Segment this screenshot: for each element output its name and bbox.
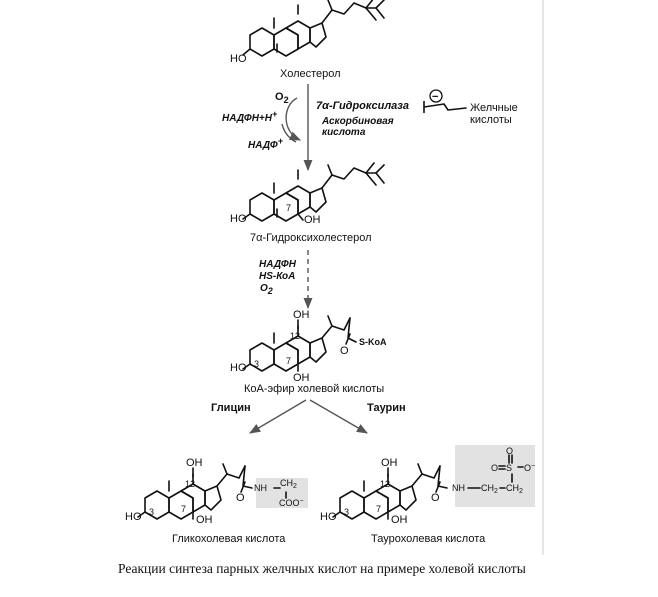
cofactor-curve-arrow bbox=[285, 97, 302, 141]
arrow-glycine bbox=[249, 399, 307, 434]
glyco-ho: HO bbox=[125, 511, 142, 523]
tauro-ch2-b: CH2 bbox=[506, 483, 523, 495]
coa-ho: HO bbox=[230, 362, 247, 374]
coa-ester-label: КоА-эфир холевой кислоты bbox=[244, 383, 384, 395]
coa-pos12: 12 bbox=[290, 331, 300, 341]
tauro-o-top: O bbox=[506, 446, 513, 456]
coa-s-coa: S-KoA bbox=[359, 337, 387, 347]
glyco-pos12: 12 bbox=[185, 479, 195, 489]
arrow-taurine bbox=[309, 399, 368, 434]
coa-o: O bbox=[340, 345, 349, 357]
hscoa-label: HS-КоА bbox=[259, 271, 295, 282]
taurine-label: Таурин bbox=[367, 402, 406, 414]
glyco-ch2: CH2 bbox=[280, 478, 297, 490]
glyco-coo: COO− bbox=[279, 498, 304, 508]
glyco-oh-7: OH bbox=[196, 514, 213, 526]
inhibitor-line1: Желчные bbox=[470, 102, 518, 114]
glycine-label: Глицин bbox=[211, 402, 251, 414]
cofactor-line2: кислота bbox=[322, 127, 366, 138]
taurocholic-label: Таурохолевая кислота bbox=[371, 533, 486, 545]
tauro-oh-7: OH bbox=[391, 514, 408, 526]
tauro-o: O bbox=[431, 492, 440, 504]
coa-oh-7: OH bbox=[293, 372, 310, 384]
nadph-label: НАДФН bbox=[259, 259, 297, 270]
coa-oh-12: OH bbox=[293, 309, 310, 321]
o2-label-2: O2 bbox=[260, 283, 273, 296]
o2-label: O2 bbox=[275, 91, 289, 105]
tauro-oh-12: OH bbox=[381, 457, 398, 469]
glyco-nh: NH bbox=[254, 483, 267, 493]
glycocholic-structure bbox=[137, 463, 287, 520]
hydroxycholesterol-structure bbox=[242, 162, 385, 222]
taurocholic-structure bbox=[332, 454, 524, 520]
enzyme-label: 7α-Гидроксилаза bbox=[316, 100, 409, 112]
glyco-o: O bbox=[236, 492, 245, 504]
coa-pos3: 3 bbox=[254, 359, 259, 369]
tauro-ch2-a: CH2 bbox=[481, 483, 498, 495]
tauro-pos3: 3 bbox=[344, 507, 349, 517]
cholesterol-label: Холестерол bbox=[280, 68, 341, 80]
glyco-pos7: 7 bbox=[181, 504, 186, 514]
hydroxycholesterol-label: 7α-Гидроксихолестерол bbox=[250, 232, 372, 244]
taurine-highlight bbox=[455, 445, 535, 507]
coa-ester-structure bbox=[242, 315, 357, 372]
nadph-h-label: НАДФН+Н+ bbox=[222, 109, 278, 124]
glycocholic-label: Гликохолевая кислота bbox=[172, 533, 286, 545]
inhibition-line bbox=[423, 103, 467, 111]
cholesterol-ho: HO bbox=[230, 53, 247, 65]
glycine-highlight bbox=[256, 478, 308, 508]
glyco-pos3: 3 bbox=[149, 507, 154, 517]
tauro-nh: NH bbox=[452, 483, 465, 493]
coa-pos7: 7 bbox=[286, 356, 291, 366]
hydroxy-pos7: 7 bbox=[286, 203, 291, 213]
hydroxy-ho: HO bbox=[230, 213, 247, 225]
hydroxy-oh: OH bbox=[304, 214, 321, 226]
tauro-s: S bbox=[506, 463, 512, 473]
tauro-pos7: 7 bbox=[376, 504, 381, 514]
cholesterol-structure bbox=[242, 0, 385, 57]
inhibition-sign: − bbox=[432, 91, 438, 103]
tauro-ho: HO bbox=[320, 511, 337, 523]
tauro-pos12: 12 bbox=[380, 479, 390, 489]
cofactor-line1: Аскорбиновая bbox=[321, 115, 394, 127]
inhibition-sign-icon bbox=[429, 89, 443, 103]
tauro-o-right: O− bbox=[524, 463, 535, 473]
nadp-label: НАДФ+ bbox=[248, 136, 284, 151]
figure-caption: Реакции синтеза парных желчных кислот на… bbox=[118, 561, 526, 576]
inhibitor-line2: кислоты bbox=[470, 114, 512, 126]
tauro-o-left: O bbox=[491, 463, 498, 473]
glyco-oh-12: OH bbox=[186, 457, 203, 469]
